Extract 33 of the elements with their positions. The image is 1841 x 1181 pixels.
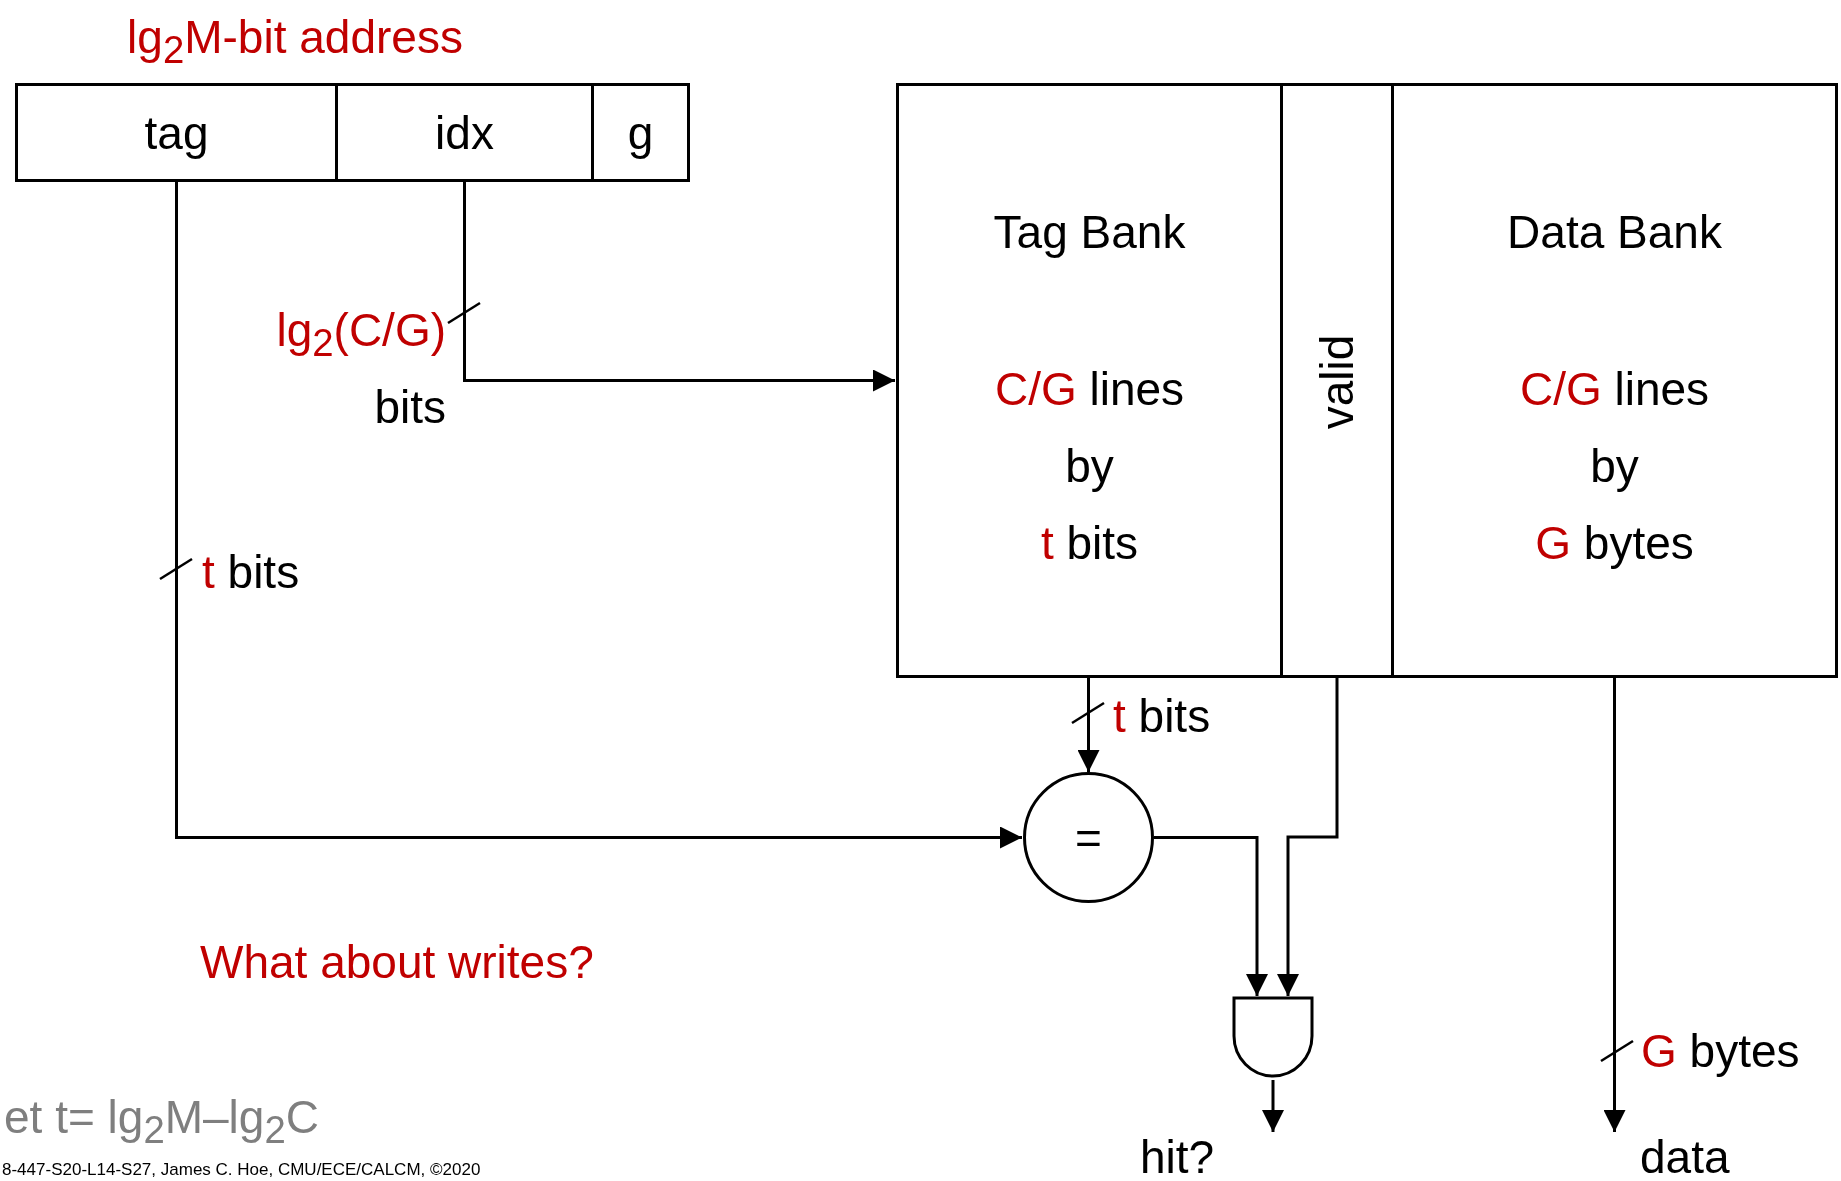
bank-size-text: C/G lines by G bytes [1518,362,1711,571]
register-title: lg$_{2}$M-bit address [126,10,464,73]
edge-label: t bits [202,545,300,600]
note: What about writes? [200,935,594,989]
address-field [335,83,594,182]
field-label: g [627,105,654,160]
valid-column [1280,83,1394,678]
formula: et t= lg$_{2}$M–lg$_{2}$C [4,1090,319,1153]
address-field [591,83,690,182]
field-label: idx [435,105,494,160]
arrow [1262,1080,1284,1132]
edge-label: lg$_{2}$(C/G) bits [275,303,446,436]
arrow [1603,678,1626,1132]
tag-bank-box [896,83,1283,678]
field-label: tag [144,105,209,160]
edge-label: G bytes [1641,1024,1800,1079]
and-gate [1232,996,1314,1080]
arrow [175,182,1022,849]
data-bank-box [1391,83,1838,678]
column-label: valid [1310,334,1364,430]
bank-title: Tag Bank [992,205,1187,260]
footer-text: 8-447-S20-L14-S27, James C. Hoe, CMU/ECE/CALCM, ©2020 [2,1160,481,1180]
bank-size-text: C/G lines by t bits [993,362,1186,571]
output-label: data [1640,1129,1730,1181]
bank-title: Data Bank [1506,205,1723,260]
arrow [1077,678,1100,772]
output-label: hit? [1140,1129,1215,1181]
arrow [1154,836,1268,996]
arrow [463,182,895,392]
equals-sign: = [1075,810,1102,865]
address-field [15,83,338,182]
edge-label: t bits [1113,689,1211,744]
arrow [1277,678,1339,996]
